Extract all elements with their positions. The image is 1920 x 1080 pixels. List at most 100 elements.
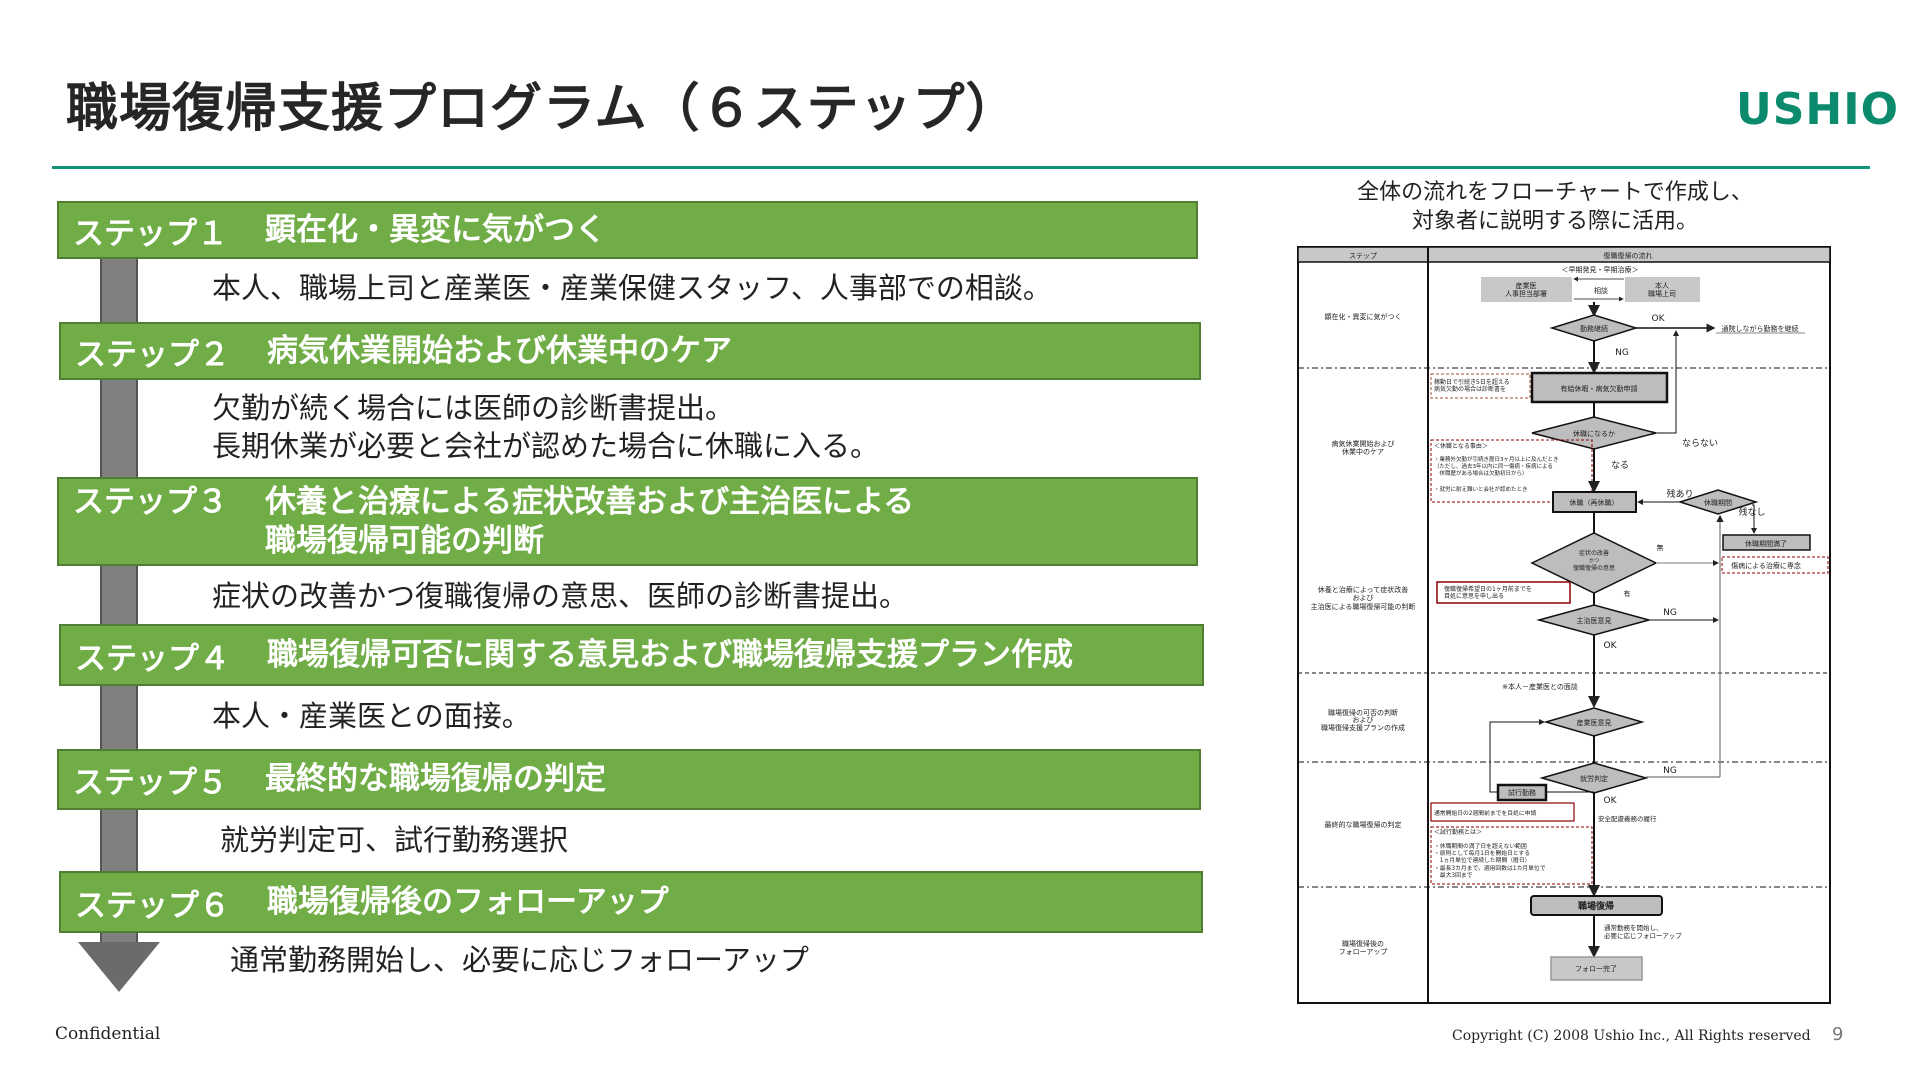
timeline-arrow-icon [78,942,160,992]
note-text: 稼動日で引続き5日を超える [1434,378,1510,386]
page-title: 職場復帰支援プログラム（６ステップ） [66,79,1019,139]
interview-note: ※本人－産業医との面談 [1502,682,1578,691]
branch-label: 無 [1657,543,1664,552]
note-text: （ただし、過去3年以内に同一傷病・疾病による [1434,462,1553,470]
ok-label: OK [1604,796,1618,806]
step-6-description: 通常勤務開始し、必要に応じフォローアップ [230,943,809,977]
branch-label: 残なし [1738,506,1765,518]
stage-label: 職場復帰の可否の判断 [1328,708,1398,717]
box-text: フォロー完了 [1575,964,1617,973]
box-text: 職場復帰 [1578,900,1614,912]
step-number: ステップ５ [73,765,228,801]
step-title: 職場復帰後のフォローアップ [267,883,669,920]
box-text: 人事担当部署 [1505,289,1547,298]
caption-line: 全体の流れをフローチャートで作成し、 [1357,180,1753,205]
step-title: 顕在化・異変に気がつく [265,211,606,248]
expire-box [1722,534,1811,551]
branch-label: 残あり [1666,488,1693,500]
doctor-box [1481,277,1572,302]
decision-text: 休職期間 [1704,498,1732,507]
apply-box [1530,371,1669,404]
step-title: 最終的な職場復帰の判定 [265,761,606,797]
early-label: ＜早期発見・早期治療＞ [1562,265,1639,274]
note-text: 目処に意思を申し出る [1444,592,1504,600]
title-divider [52,166,1870,169]
step-title: 病気休業開始および休業中のケア [267,332,732,369]
ushio-logo: USHIO [1736,84,1900,135]
ng-label: NG [1663,766,1677,776]
decision-judge [1539,762,1649,794]
note-text: 通常勤務を開始し、 [1604,923,1663,932]
step-title-line2: 職場復帰可能の判断 [265,523,544,559]
stage-label: および [1353,716,1374,724]
stage-label: フォローアップ [1339,948,1388,956]
note-text: 安全配慮義務の履行 [1598,814,1657,823]
box-text: 休職期間満了 [1745,539,1787,548]
decision-text: 復職復帰の意思 [1573,564,1615,572]
note-text: 必要に応じフォローアップ [1604,931,1682,940]
step-2-description-line1: 欠勤が続く場合には医師の診断書提出。 [212,391,735,425]
note-text: 1ヵ月単位で連続した期間（暦日） [1434,856,1530,864]
flowchart-header-row [1297,246,1831,263]
step-3-header: ステップ３ 休養と治療による症状改善および主治医による職場復帰可能の判断 [57,477,1198,566]
decision-text: 症状の改善 [1579,549,1609,557]
flowchart-caption: 全体の流れをフローチャートで作成し、 対象者に説明する際に活用。 [1310,178,1800,236]
step-number: ステップ１ [73,215,228,252]
decision-occupational [1543,707,1645,737]
note-text: 最大3回まで [1434,871,1473,879]
note-text: ・原則として毎月1日を開始日とする [1434,849,1530,857]
stage-label: 顕在化・異変に気がつく [1325,312,1402,321]
box-text: 職場上司 [1648,289,1676,298]
ok-label: OK [1652,314,1666,324]
decision-text: 就労判定 [1580,774,1608,783]
step-2-description-line2: 長期休業が必要と会社が認めた場合に休職に入る。 [212,429,880,463]
header-step: ステップ [1349,252,1377,260]
step-number: ステップ２ [75,336,230,373]
page-number: 9 [1832,1024,1844,1045]
stage-label: 主治医による職場復帰可能の判断 [1311,602,1416,611]
stage-label: 病気休業開始および [1332,439,1395,448]
stage-label: 最終的な職場復帰の判定 [1325,820,1402,829]
step-title: 職場復帰可否に関する意見および職場復帰支援プラン作成 [267,636,1073,673]
step-6-header: ステップ６ 職場復帰後のフォローアップ [59,871,1203,933]
step-5-header: ステップ５ 最終的な職場復帰の判定 [57,749,1201,810]
box-text: 有給休暇・病気欠勤申請 [1561,384,1638,393]
ng-label: NG [1663,608,1677,618]
decision-text: 産業医意見 [1577,718,1612,727]
result-text: 通院しながら勤務を継続 [1722,324,1799,333]
stage-label: 休養と治療によって症状改善 [1318,585,1408,594]
branch-label: 有 [1624,589,1631,598]
decision-text: 勤務継続 [1580,324,1608,333]
decision-period [1677,489,1759,515]
step-1-header: ステップ１ 顕在化・異変に気がつく [57,201,1198,259]
box-text: 本人 [1655,281,1669,290]
note-text: ・就労に耐え難いと会社が認めたとき [1434,485,1528,493]
self-box [1625,277,1700,302]
step-number: ステップ６ [75,887,230,924]
branch-label: ならない [1682,438,1718,449]
stage-label: および [1353,594,1374,602]
done-box [1550,956,1643,981]
ng-label: NG [1615,348,1629,358]
copyright: Copyright (C) 2008 Ushio Inc., All Right… [1452,1028,1811,1044]
note-text: 通常開始日の2週間前までを目処に申請 [1434,809,1536,817]
note-text: ・最長3カ月まで。適用回数は1カ月単位で [1434,864,1546,872]
decision-text: 主治医意見 [1577,616,1612,625]
note-text: 復職復帰希望日の1ヶ月前までを [1444,585,1532,593]
note-text: ・休職期間の満了日を超えない範囲 [1434,842,1527,850]
step-number: ステップ４ [75,640,230,677]
note-text: 病気欠勤の場合は診断書を [1434,385,1506,393]
decision-text: かつ [1589,557,1599,564]
header-flow: 復職復帰の流れ [1604,251,1653,260]
decision-text: 休職になるか [1573,429,1615,438]
box-text: 休職（再休職） [1570,498,1619,507]
note-text: 傷病による治療に専念 [1731,561,1801,570]
ok-label: OK [1604,641,1618,651]
consult-label: 相談 [1594,286,1608,295]
step-3-description: 症状の改善かつ復職復帰の意思、医師の診断書提出。 [212,579,909,613]
branch-label: なる [1611,460,1629,471]
step-title: 休養と治療による症状改善および主治医による [265,484,915,520]
note-text: ＜休職となる事由＞ [1434,442,1488,450]
step-5-description: 就労判定可、試行勤務選択 [220,823,569,857]
note-text: ＜試行勤務とは＞ [1434,828,1482,836]
